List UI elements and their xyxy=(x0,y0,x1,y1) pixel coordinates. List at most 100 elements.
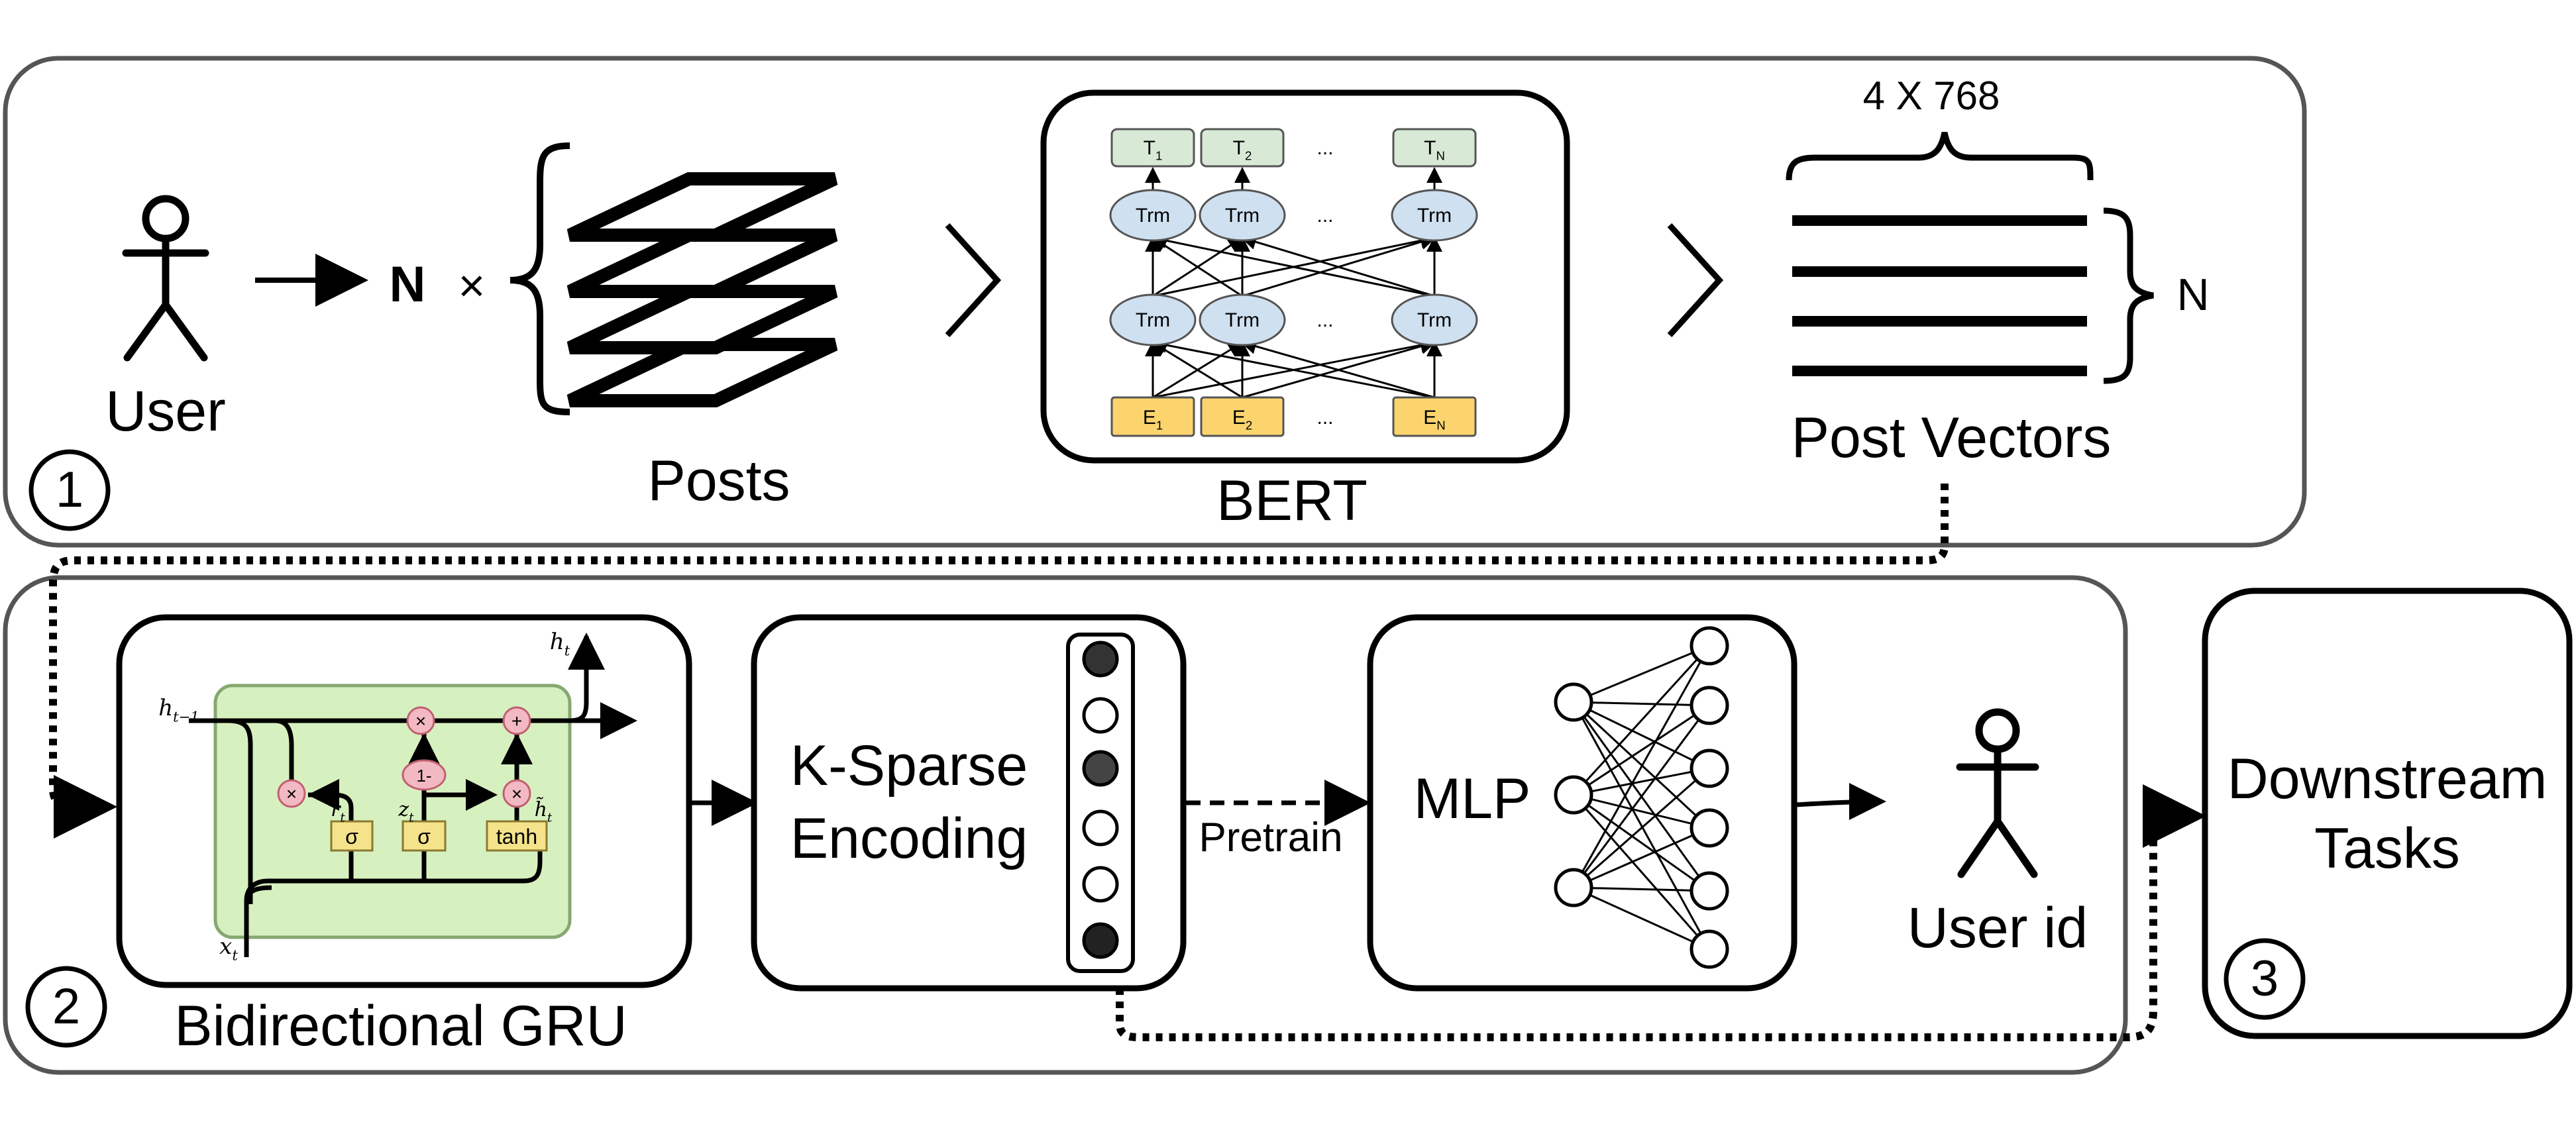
stage-number-badge xyxy=(2224,938,2306,1020)
mlp-network xyxy=(1554,626,1729,969)
bert-trm-node xyxy=(1199,189,1286,242)
bert-input-token-label: E2 xyxy=(1232,407,1252,432)
downstream-label-line2: Tasks xyxy=(2314,817,2460,880)
gru-input-curve xyxy=(244,885,272,905)
bert-input-token-label: E1 xyxy=(1143,407,1163,432)
gru-reset-multiply-op xyxy=(277,779,306,808)
bert-output-token xyxy=(1200,128,1285,168)
bert-input-token xyxy=(1110,396,1195,437)
bert-ellipsis: ... xyxy=(1316,309,1333,331)
mlp-connection xyxy=(1573,827,1710,889)
bert-input-token xyxy=(1200,396,1285,437)
user-id-label: User id xyxy=(1907,896,2088,960)
stage-number: 2 xyxy=(52,978,80,1035)
posts-stack-icon xyxy=(566,172,838,407)
mlp-connection xyxy=(1572,645,1711,888)
bert-trm-node xyxy=(1391,293,1478,346)
mlp-neuron xyxy=(1554,775,1593,815)
user-id-icon xyxy=(1956,708,2039,878)
gru-one-minus-op xyxy=(402,759,447,791)
bert-trm-node xyxy=(1391,189,1478,242)
bert-output-token xyxy=(1110,128,1195,168)
gru-update-gate xyxy=(402,820,447,852)
vector-dims-label: 4 X 768 xyxy=(1863,74,2000,118)
encoding-to-downstream-connector xyxy=(1116,784,2206,1041)
bert-output-token-label: TN xyxy=(1424,137,1445,162)
post-vectors-label: Post Vectors xyxy=(1792,406,2112,470)
vector-count-label: N xyxy=(2176,270,2209,320)
bert-trm-label: Trm xyxy=(1136,309,1170,331)
stage-number-badge xyxy=(28,449,111,531)
bert-connection xyxy=(1240,338,1435,399)
downstream-label-line1: Downstream xyxy=(2227,747,2548,811)
gru-label: Bidirectional GRU xyxy=(174,994,627,1058)
bert-input-token-label: EN xyxy=(1423,407,1445,432)
gru-reset-multiply-op-symbol: × xyxy=(286,784,297,804)
bert-connection xyxy=(1240,234,1435,297)
stage-number: 1 xyxy=(56,462,83,518)
vector-width-brace xyxy=(1786,132,2094,181)
gru-prev-state-branch xyxy=(228,718,253,904)
chevron-right-icon xyxy=(1667,223,1724,338)
bert-output-token-label: T1 xyxy=(1144,137,1163,162)
bert-connection xyxy=(1151,232,1435,297)
gru-candidate-label: h̃t xyxy=(535,797,553,825)
bert-trm-node xyxy=(1199,293,1286,346)
mlp-connection xyxy=(1573,886,1710,951)
stage1-panel: User N × Posts T1TrmTrmE1T2TrmTrmE2TNTrm… xyxy=(3,56,2307,548)
k-sparse-label-line2: Encoding xyxy=(790,807,1028,870)
mlp-neuron xyxy=(1690,686,1729,725)
bert-ellipsis: ... xyxy=(1316,137,1333,159)
mlp-label: MLP xyxy=(1414,767,1531,831)
mlp-neuron xyxy=(1690,626,1729,666)
bert-trm-label: Trm xyxy=(1417,205,1452,227)
gru-input-label: xt xyxy=(219,933,238,964)
gru-multiply-op xyxy=(406,706,435,735)
k-sparse-label-line1: K-Sparse xyxy=(790,734,1028,798)
mlp-connection xyxy=(1573,644,1710,703)
user-icon xyxy=(122,195,209,362)
mlp-connection xyxy=(1572,644,1711,796)
vector-count-brace xyxy=(2103,207,2154,384)
user-label: User xyxy=(105,380,226,443)
gru-cell-body xyxy=(213,684,572,939)
gru-reset-branch xyxy=(274,718,294,785)
gru-candidate-multiply-op-symbol: × xyxy=(511,784,522,804)
mlp-connection xyxy=(1572,794,1711,950)
mlp-neuron xyxy=(1554,682,1593,722)
gru-candidate-multiply-op xyxy=(502,779,531,808)
stage3-panel: Downstream Tasks 3 xyxy=(2202,588,2573,1039)
bert-input-token xyxy=(1392,396,1477,437)
mlp-neuron xyxy=(1690,929,1729,969)
gru-output-line xyxy=(569,636,589,723)
times-symbol: × xyxy=(458,260,486,311)
post-vector-lines xyxy=(1792,215,2087,376)
sparse-code-vector xyxy=(1066,633,1135,973)
bert-trm-node xyxy=(1109,293,1197,346)
mlp-connection xyxy=(1573,767,1710,889)
mlp-connection xyxy=(1573,701,1710,707)
gru-reset-gate xyxy=(330,820,374,852)
mlp-connection xyxy=(1573,701,1710,770)
mlp-neuron xyxy=(1554,868,1593,907)
mlp-neuron xyxy=(1690,808,1729,848)
pretrain-label: Pretrain xyxy=(1199,815,1342,860)
bert-ellipsis: ... xyxy=(1316,407,1333,429)
bert-label: BERT xyxy=(1216,469,1368,533)
gru-output-label: ht xyxy=(550,629,570,659)
bert-box: T1TrmTrmE1T2TrmTrmE2TNTrmTrmEN..........… xyxy=(1040,89,1570,464)
bert-trm-label: Trm xyxy=(1136,205,1170,227)
bert-trm-node xyxy=(1109,189,1197,242)
gru-candidate-gate-label: tanh xyxy=(496,825,537,849)
posts-brace xyxy=(510,142,570,415)
gru-multiply-op-symbol: × xyxy=(415,711,426,731)
mlp-neuron xyxy=(1690,748,1729,788)
posts-label: Posts xyxy=(647,449,790,513)
gru-prev-state-label: ht−1 xyxy=(158,695,199,725)
stage-number: 3 xyxy=(2251,951,2279,1007)
bert-trm-label: Trm xyxy=(1225,309,1260,331)
bert-output-token xyxy=(1392,128,1477,168)
mlp-neuron xyxy=(1690,871,1729,911)
